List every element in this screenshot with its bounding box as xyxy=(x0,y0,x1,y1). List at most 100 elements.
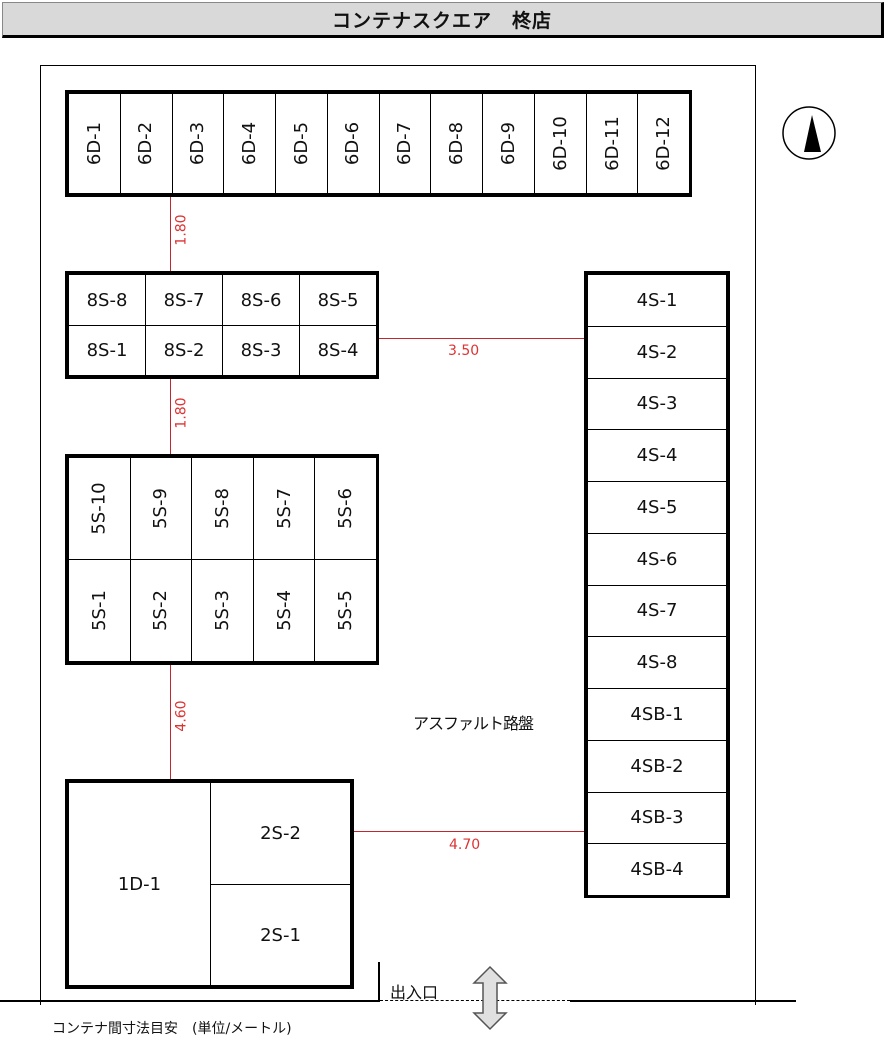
container-unit[interactable]: 8S-6 xyxy=(222,274,300,326)
unit-label: 5S-8 xyxy=(211,488,233,529)
container-unit[interactable]: 8S-8 xyxy=(68,274,146,326)
unit-label: 6D-4 xyxy=(239,121,261,166)
container-unit[interactable]: 4S-7 xyxy=(587,584,727,638)
container-unit[interactable]: 4SB-4 xyxy=(587,843,727,896)
unit-label: 6D-10 xyxy=(549,116,571,171)
unit-label: 5S-5 xyxy=(335,590,357,631)
container-unit[interactable]: 4S-8 xyxy=(587,636,727,689)
container-unit[interactable]: 6D-3 xyxy=(171,93,225,194)
unit-label: 4S-4 xyxy=(636,445,678,467)
unit-label: 8S-8 xyxy=(86,289,128,311)
unit-label: 8S-3 xyxy=(240,340,282,361)
container-unit[interactable]: 8S-3 xyxy=(222,325,300,376)
container-unit[interactable]: 8S-5 xyxy=(299,274,377,326)
unit-label: 6D-1 xyxy=(83,121,105,166)
unit-label: 5S-4 xyxy=(273,590,295,631)
container-unit[interactable]: 4S-2 xyxy=(587,325,727,379)
dimension-line-8s-4s xyxy=(379,338,584,339)
ground-line-left xyxy=(0,1000,380,1002)
container-unit[interactable]: 5S-6 xyxy=(314,457,377,560)
unit-label: 6D-9 xyxy=(497,121,519,166)
container-unit[interactable]: 2S-1 xyxy=(210,884,351,986)
dimension-label-5s-1d: 4.60 xyxy=(173,700,190,732)
container-unit[interactable]: 4S-5 xyxy=(587,481,727,534)
unit-label: 4SB-4 xyxy=(630,859,684,881)
unit-label: 6D-7 xyxy=(394,121,416,166)
container-unit[interactable]: 4SB-1 xyxy=(587,688,727,741)
column-4s: 4S-1 4S-2 4S-3 4S-4 4S-5 4S-6 4S-7 4S-8 4SB-1 4SB… xyxy=(584,271,730,898)
container-unit[interactable]: 6D-7 xyxy=(378,93,432,194)
unit-label: 8S-6 xyxy=(240,289,282,311)
unit-label: 4S-6 xyxy=(636,548,678,570)
container-unit[interactable]: 4SB-2 xyxy=(587,739,727,793)
container-unit[interactable]: 4S-4 xyxy=(587,429,727,482)
container-unit[interactable]: 4S-6 xyxy=(587,532,727,586)
unit-label: 6D-12 xyxy=(653,116,675,171)
surface-label: アスファルト路盤 xyxy=(413,714,534,733)
unit-label: 5S-3 xyxy=(211,590,233,631)
container-unit[interactable]: 8S-7 xyxy=(145,274,223,326)
dimension-label-6d-8s: 1.80 xyxy=(173,214,190,246)
container-unit[interactable]: 6D-8 xyxy=(430,93,483,194)
container-unit[interactable]: 4SB-3 xyxy=(587,791,727,845)
unit-label: 5S-9 xyxy=(150,488,172,529)
page-title: コンテナスクエア 柊店 xyxy=(2,2,884,38)
unit-label: 5S-7 xyxy=(273,488,295,529)
entrance-post xyxy=(378,962,380,1002)
entrance-dashed-line xyxy=(380,1000,570,1001)
container-unit[interactable]: 5S-9 xyxy=(129,457,193,560)
ground-line-right xyxy=(570,1000,796,1002)
unit-label: 8S-4 xyxy=(317,340,359,361)
container-unit[interactable]: 6D-11 xyxy=(585,93,639,194)
unit-label: 6D-8 xyxy=(446,121,468,166)
container-unit[interactable]: 6D-9 xyxy=(482,93,535,194)
container-unit[interactable]: 6D-1 xyxy=(68,93,121,194)
unit-label: 5S-10 xyxy=(88,482,110,535)
container-unit[interactable]: 6D-2 xyxy=(119,93,173,194)
container-unit[interactable]: 5S-5 xyxy=(314,559,377,662)
container-unit[interactable]: 6D-4 xyxy=(223,93,276,194)
container-unit[interactable]: 5S-10 xyxy=(68,457,131,560)
container-unit[interactable]: 5S-8 xyxy=(191,457,254,560)
container-unit[interactable]: 1D-1 xyxy=(68,782,211,986)
container-unit[interactable]: 8S-1 xyxy=(68,325,146,376)
container-unit[interactable]: 5S-4 xyxy=(252,559,316,662)
unit-label: 6D-3 xyxy=(187,121,209,166)
container-unit[interactable]: 6D-5 xyxy=(275,93,328,194)
dimension-label-8s-4s: 3.50 xyxy=(448,343,480,359)
double-arrow-icon xyxy=(472,965,508,1031)
unit-label: 4S-1 xyxy=(636,289,678,311)
block-5s: 5S-10 5S-9 5S-8 5S-7 5S-6 5S-1 5S-2 5S-3 5S-4 5S-… xyxy=(65,454,379,665)
unit-label: 6D-5 xyxy=(290,121,312,166)
unit-label: 4S-2 xyxy=(636,341,678,363)
container-unit[interactable]: 8S-2 xyxy=(145,325,223,376)
unit-label: 8S-1 xyxy=(86,340,128,361)
dimension-label-2s-4sb: 4.70 xyxy=(449,837,481,853)
dimension-line-6d-8s xyxy=(170,197,171,271)
unit-label: 4SB-2 xyxy=(630,755,684,777)
container-unit[interactable]: 4S-3 xyxy=(587,377,727,431)
container-unit[interactable]: 8S-4 xyxy=(299,325,377,376)
dimension-label-8s-5s: 1.80 xyxy=(173,397,190,429)
container-unit[interactable]: 6D-10 xyxy=(533,93,587,194)
unit-label: 4S-7 xyxy=(636,600,678,622)
entrance-label: 出入口 xyxy=(390,983,439,1002)
container-unit[interactable]: 4S-1 xyxy=(587,274,727,327)
container-unit[interactable]: 5S-7 xyxy=(252,457,316,560)
container-unit[interactable]: 5S-1 xyxy=(68,559,131,662)
unit-label: 5S-2 xyxy=(150,590,172,631)
dimension-line-8s-5s xyxy=(170,379,171,454)
dimension-line-2s-4sb xyxy=(354,831,584,832)
unit-label: 8S-7 xyxy=(163,289,205,311)
container-unit[interactable]: 6D-12 xyxy=(637,93,690,194)
block-8s: 8S-8 8S-7 8S-6 8S-5 8S-1 8S-2 8S-3 8S-4 xyxy=(65,271,379,379)
container-unit[interactable]: 2S-2 xyxy=(210,782,351,885)
unit-label: 4S-3 xyxy=(636,393,678,415)
container-unit[interactable]: 6D-6 xyxy=(326,93,380,194)
unit-label: 4SB-1 xyxy=(630,703,684,725)
north-arrow-icon xyxy=(782,106,836,160)
unit-label: 4SB-3 xyxy=(630,807,684,829)
container-unit[interactable]: 5S-2 xyxy=(129,559,193,662)
container-unit[interactable]: 5S-3 xyxy=(191,559,254,662)
